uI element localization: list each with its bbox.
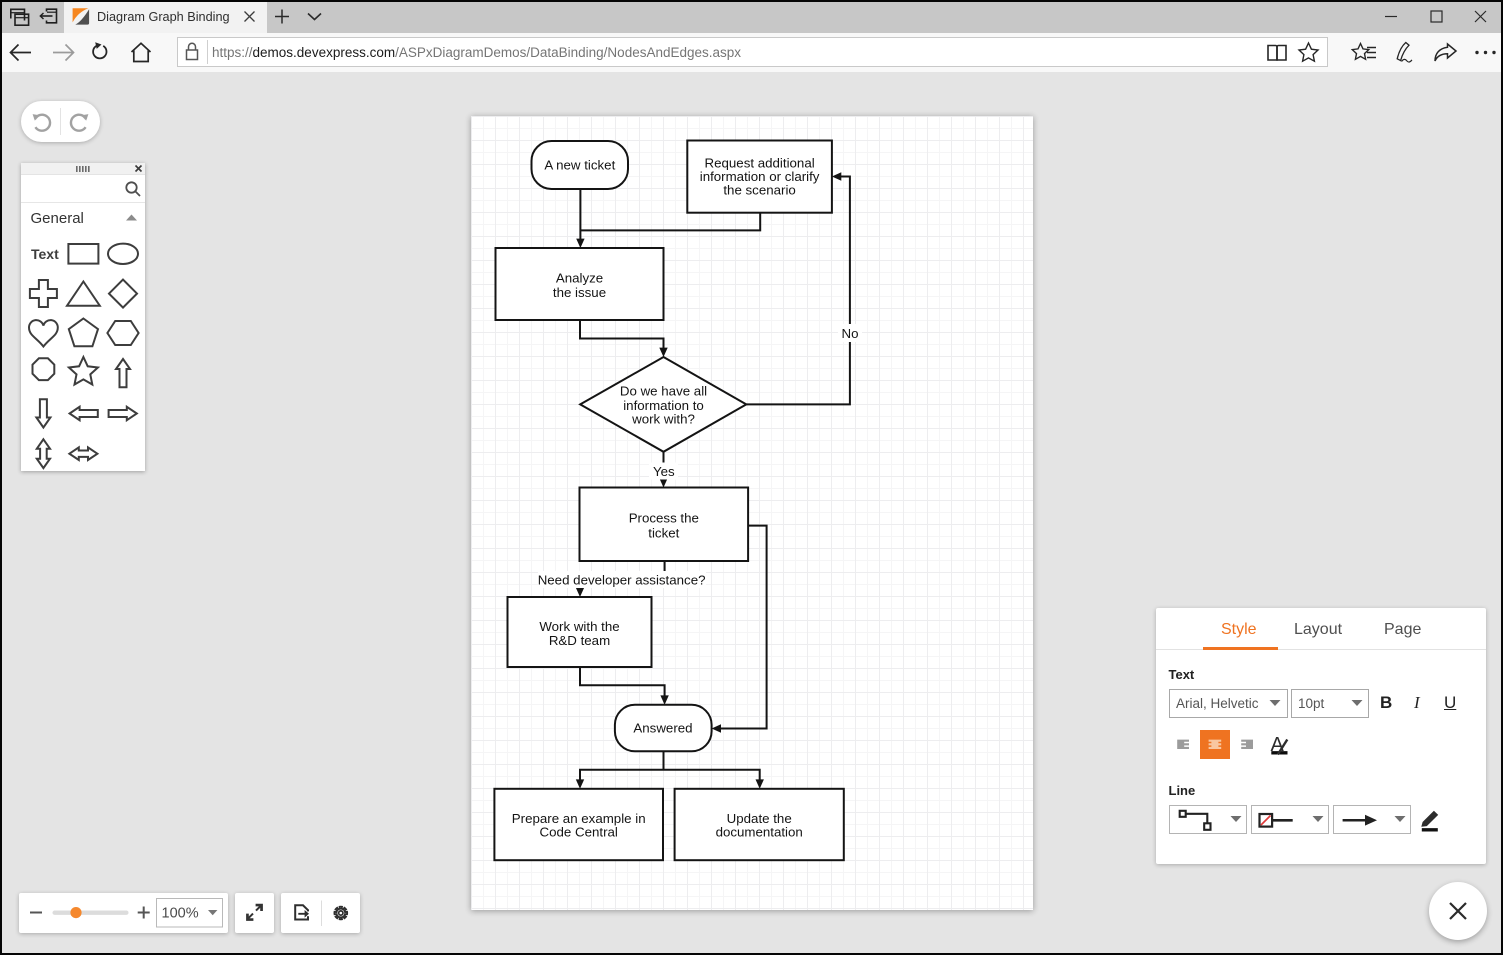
svg-text:Answered: Answered (633, 721, 692, 736)
svg-text:Yes: Yes (653, 464, 675, 479)
svg-text:No: No (842, 326, 859, 341)
svg-text:information to: information to (623, 398, 704, 413)
svg-text:Request additional: Request additional (705, 155, 815, 170)
svg-text:100%: 100% (162, 906, 199, 922)
svg-text:work with?: work with? (631, 412, 695, 427)
svg-text:information or clarify: information or clarify (700, 169, 820, 184)
svg-text:Text: Text (31, 246, 59, 262)
svg-text:Code Central: Code Central (540, 825, 618, 840)
svg-text:Update the: Update the (727, 811, 792, 826)
svg-text:documentation: documentation (716, 825, 803, 840)
svg-text:ticket: ticket (648, 526, 679, 541)
svg-text:A new ticket: A new ticket (544, 158, 615, 173)
svg-text:Need developer assistance?: Need developer assistance? (538, 572, 706, 587)
svg-text:the scenario: the scenario (723, 183, 795, 198)
svg-text:R&D team: R&D team (549, 633, 610, 648)
svg-text:Work with the: Work with the (539, 619, 619, 634)
svg-text:the issue: the issue (553, 285, 606, 300)
svg-text:Do we have all: Do we have all (620, 384, 707, 399)
svg-text:Prepare an example in: Prepare an example in (512, 811, 646, 826)
svg-text:Analyze: Analyze (556, 271, 603, 286)
svg-text:General: General (31, 210, 84, 227)
svg-text:Process the: Process the (629, 511, 699, 526)
